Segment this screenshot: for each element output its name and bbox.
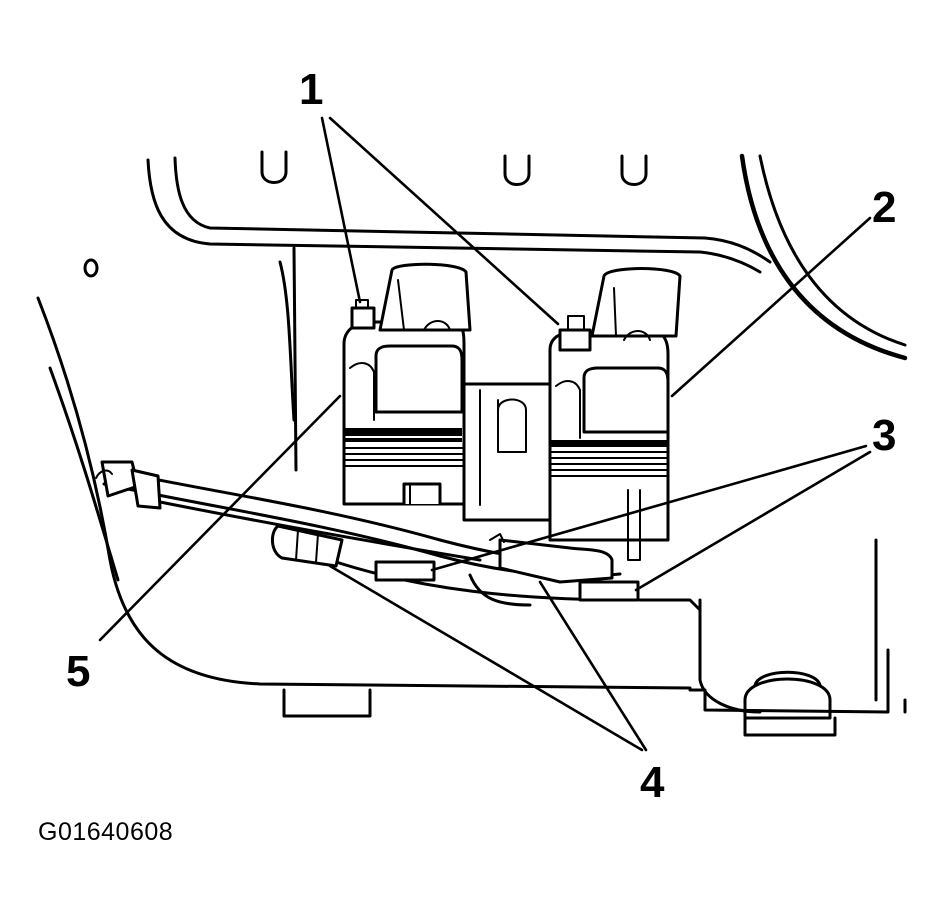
wiring-harness [95,460,622,584]
engine-block-outline [36,150,908,737]
small-hole [83,258,99,278]
coil-bracket [462,382,558,522]
bottom-tab [282,688,372,718]
callout-3: 3 [872,411,896,460]
coil-right-ribs [549,440,669,477]
callout-4: 4 [640,758,665,807]
coil-left-ribs [343,428,463,467]
callout-5: 5 [66,647,90,696]
figure-id: G01640608 [38,818,174,846]
ignition-coil-right [548,267,682,561]
connector-left [271,524,344,568]
ignition-coil-left [342,262,472,506]
callout-1: 1 [299,65,323,114]
locking-tab-right [578,580,640,602]
connector-right [498,538,614,584]
bolt-slot-3 [620,154,648,186]
bolt-slot-1 [260,150,288,184]
bottom-bolt-boss [743,677,832,720]
bolt-slot-2 [503,154,531,186]
locking-tab-left [374,560,436,582]
locking-tabs [374,560,640,602]
callout-2: 2 [872,183,896,232]
leader-lines [98,116,872,752]
